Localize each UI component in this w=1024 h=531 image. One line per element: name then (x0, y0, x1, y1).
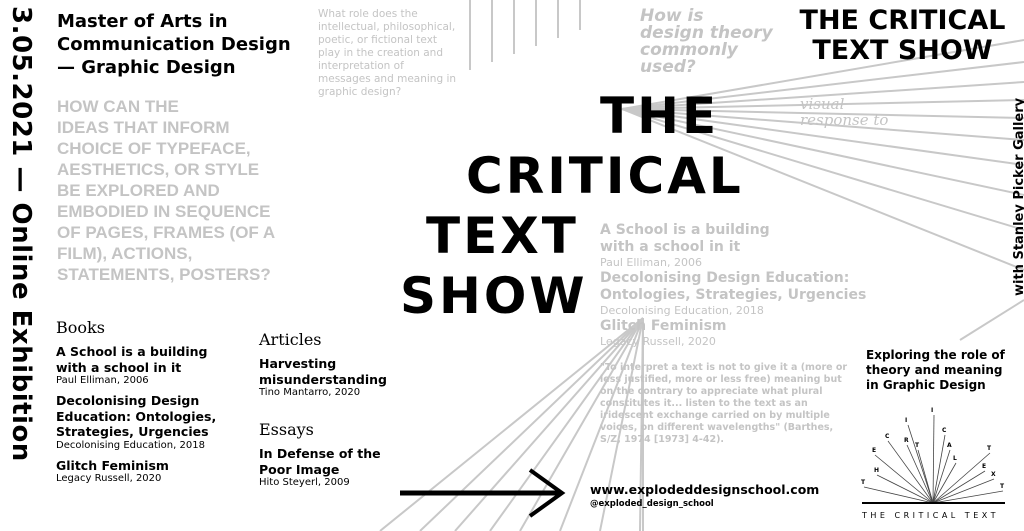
article-title[interactable]: Harvesting misunderstanding (259, 356, 387, 387)
show-title: THE CRITICAL TEXT SHOW (790, 6, 1015, 66)
book-author: Legacy Russell, 2020 (56, 473, 162, 484)
echo-titles: A School is a building with a school in … (600, 222, 866, 349)
question-ideas: HOW CAN THE IDEAS THAT INFORM CHOICE OF … (57, 97, 276, 284)
book-title[interactable]: Decolonising Design Education: Ontologie… (56, 393, 217, 439)
programme-line: — Graphic Design (57, 57, 236, 78)
essay-author: Hito Steyerl, 2009 (259, 477, 350, 488)
big-title-line: THE (600, 87, 720, 145)
show-title-line: THE CRITICAL (799, 5, 1006, 36)
question-line: How is (640, 6, 704, 26)
logo-letter: C (885, 433, 890, 440)
logo-letter: A (947, 442, 952, 449)
echo-title: Glitch Feminism (600, 318, 727, 334)
section-heading: Articles (259, 330, 322, 349)
logo-letter: T (1000, 483, 1005, 490)
logo-letter: T (987, 445, 992, 452)
logo-letter: H (874, 467, 879, 474)
book-title[interactable]: A School is a building with a school in … (56, 344, 208, 375)
big-title-line: TEXT (426, 207, 579, 265)
logo-letter: R (904, 437, 909, 444)
date-line: 3.05.2021 — Online Exhibition (6, 6, 36, 462)
logo-letter: T (861, 479, 866, 486)
essays-section: Essays In Defense of the Poor Image Hito… (259, 420, 399, 495)
section-heading: Books (56, 318, 105, 337)
book-author: Decolonising Education, 2018 (56, 439, 205, 451)
logo-letter: E (872, 447, 876, 454)
echo-title: Ontologies, Strategies, Urgencies (600, 287, 867, 303)
book-author: Paul Elliman, 2006 (56, 375, 149, 386)
visual-line: response to (800, 111, 889, 129)
visual-response: visual response to (800, 96, 888, 128)
echo-sub: Decolonising Education, 2018 (600, 304, 764, 317)
echo-title: A School is a building (600, 222, 770, 238)
echo-sub: Paul Elliman, 2006 (600, 256, 702, 269)
show-title-line: TEXT SHOW (812, 35, 993, 66)
logo-letter: C (942, 427, 947, 434)
book-title[interactable]: Glitch Feminism (56, 457, 169, 473)
question-line: design theory (640, 23, 773, 43)
logo-letter: I (931, 407, 933, 414)
gallery-credit: with Stanley Picker Gallery (1012, 97, 1024, 296)
barthes-quote: "To interpret a text is not to give it a… (600, 362, 848, 445)
programme-line: Communication Design (57, 34, 291, 55)
echo-title: Decolonising Design Education: (600, 270, 850, 286)
tagline-line: Exploring the role of (866, 348, 1005, 362)
arrow-icon (400, 468, 566, 518)
social-handle[interactable]: @exploded_design_school (590, 499, 714, 509)
question-how: How is design theory commonly used? (640, 8, 773, 76)
echo-sub: Legacy Russell, 2020 (600, 335, 716, 348)
logo-letter: E (982, 463, 986, 470)
logo-letter: I (905, 417, 907, 424)
logo-letter: L (953, 455, 957, 462)
articles-section: Articles Harvesting misunderstanding Tin… (259, 330, 399, 405)
question-line: commonly (640, 40, 738, 60)
website-link[interactable]: www.explodeddesignschool.com (590, 482, 820, 497)
essay-title[interactable]: In Defense of the Poor Image (259, 446, 381, 477)
big-title-line: CRITICAL (466, 147, 744, 205)
logo-letter: X (991, 471, 996, 478)
tagline-line: in Graphic Design (866, 378, 986, 392)
visual-line: visual (800, 95, 845, 113)
logo-letter: T (915, 442, 920, 449)
question-role: What role does the intellectual, philoso… (318, 8, 457, 98)
question-line: used? (640, 57, 696, 77)
section-heading: Essays (259, 420, 314, 439)
article-author: Tino Mantarro, 2020 (259, 387, 361, 398)
tagline-line: theory and meaning (866, 363, 1003, 377)
big-title-line: SHOW (400, 267, 588, 325)
echo-title: with a school in it (600, 239, 741, 255)
logo-wordmark: THE CRITICAL TEXT (861, 511, 999, 520)
programme-line: Master of Arts in (57, 11, 228, 32)
programme-title: Master of Arts in Communication Design —… (57, 10, 291, 79)
tagline: Exploring the role of theory and meaning… (866, 348, 1005, 393)
books-section: Books A School is a building with a scho… (56, 318, 226, 491)
